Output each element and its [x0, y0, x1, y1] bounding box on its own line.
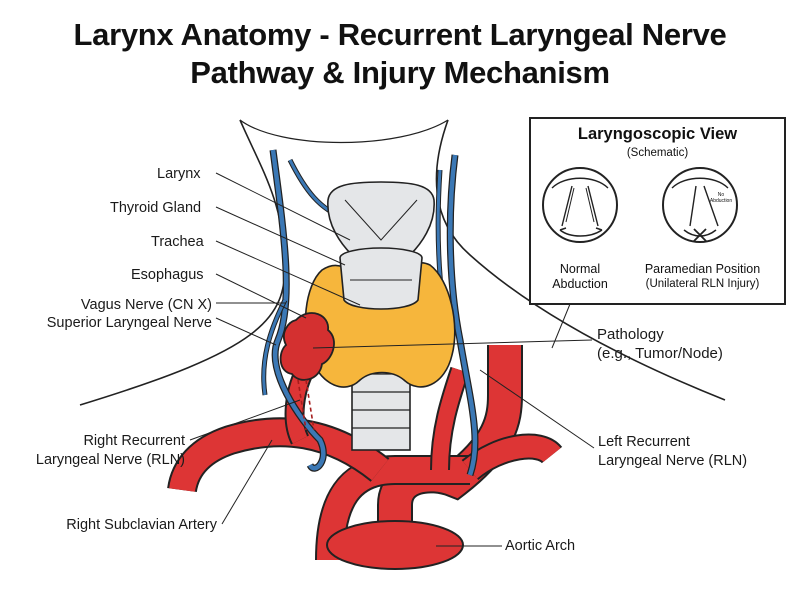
inset-title: Laryngoscopic View	[577, 125, 738, 143]
label-esophagus: Esophagus	[131, 267, 204, 283]
label-right-rln-line-1: Right Recurrent	[83, 433, 185, 449]
neck-outline-top	[239, 119, 449, 144]
label-pathology-line-1: Pathology	[597, 326, 664, 343]
no-abduction-x-mark	[693, 228, 707, 242]
inset-subtitle: (Schematic)	[626, 147, 689, 159]
label-left-rln-line-1: Left Recurrent	[598, 434, 690, 450]
neck-outline-right	[435, 119, 726, 401]
label-aortic-arch: Aortic Arch	[505, 538, 576, 554]
label-vagus-nerve: Vagus Nerve (CN X)	[80, 297, 212, 313]
larynx	[327, 181, 435, 310]
label-superior-laryngeal-nerve: Superior Laryngeal Nerve	[46, 315, 212, 331]
left-subclavian-artery	[461, 433, 563, 481]
pathology-tumor	[279, 312, 335, 381]
diagram-title-line-2: Pathway & Injury Mechanism	[190, 55, 610, 90]
label-left-rln-line-2: Laryngeal Nerve (RLN)	[598, 453, 748, 469]
aortic-arch-artery	[315, 345, 523, 570]
paramedian-vocal-cords	[662, 167, 738, 243]
caption-paramedian-line-1: Paramedian Position	[644, 262, 761, 276]
label-trachea: Trachea	[151, 234, 204, 250]
left-common-carotid-artery	[430, 366, 470, 471]
no-abduction-label-line-1: No	[717, 192, 725, 198]
caption-normal-line-1: Normal	[559, 262, 601, 276]
label-right-rln-line-2: Laryngeal Nerve (RLN)	[35, 452, 185, 468]
diagram-title-line-1: Larynx Anatomy - Recurrent Laryngeal Ner…	[73, 17, 727, 52]
label-thyroid-gland: Thyroid Gland	[110, 200, 202, 216]
caption-paramedian-line-2: (Unilateral RLN Injury)	[645, 278, 760, 290]
label-right-subclavian-artery: Right Subclavian Artery	[66, 517, 217, 533]
no-abduction-label-line-2: Abduction	[709, 198, 733, 204]
leader-lines	[189, 172, 595, 547]
caption-normal-line-2: Abduction	[552, 277, 608, 291]
right-vagus-nerve	[261, 149, 327, 472]
right-rln-compressed-segment	[297, 379, 315, 431]
normal-abduction-vocal-cords	[542, 167, 618, 243]
neck-outline-left	[79, 119, 286, 406]
label-larynx: Larynx	[157, 166, 201, 182]
label-pathology-line-2: (e.g., Tumor/Node)	[597, 345, 723, 362]
